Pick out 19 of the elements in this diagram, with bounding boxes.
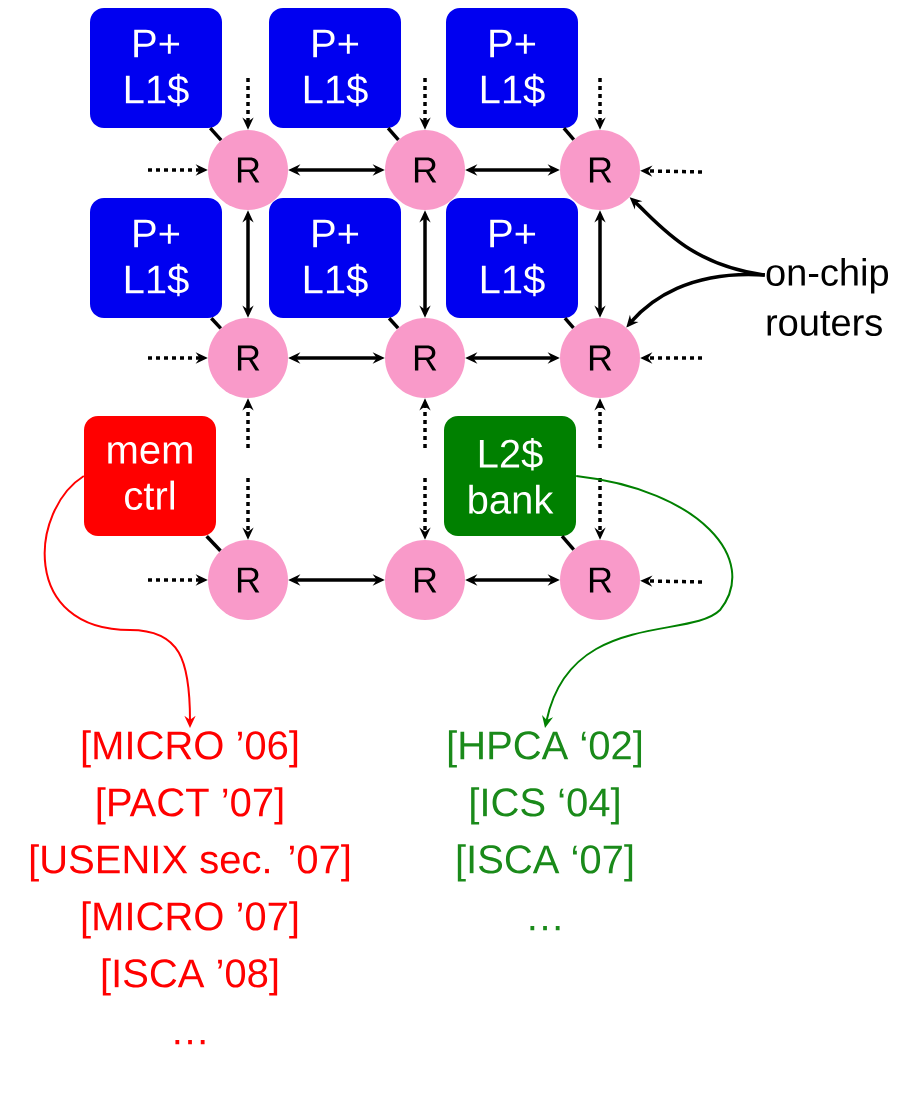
cache-bank-box: L2$ bank bbox=[444, 416, 576, 536]
core-box: P+ L1$ bbox=[269, 8, 401, 128]
core-box: P+ L1$ bbox=[90, 8, 222, 128]
controller-box: mem ctrl bbox=[84, 416, 216, 536]
link-line bbox=[205, 535, 222, 552]
reference-list: [HPCA ‘02] [ICS ‘04] [ISCA ‘07] … bbox=[448, 730, 642, 931]
reference-list: [MICRO ’06] [PACT ’07] [USENIX sec. ’07] [MICRO ’07] [ISCA ’08] … bbox=[30, 730, 350, 1045]
link-line bbox=[563, 317, 575, 329]
link-line bbox=[386, 127, 400, 141]
core-box: P+ L1$ bbox=[90, 198, 222, 318]
link-line bbox=[562, 127, 576, 141]
core-box: P+ L1$ bbox=[269, 198, 401, 318]
link-line bbox=[210, 317, 223, 330]
core-box: P+ L1$ bbox=[446, 198, 578, 318]
link-line bbox=[560, 535, 576, 551]
annotation-text: on-chip routers bbox=[766, 258, 889, 336]
core-box: P+ L1$ bbox=[446, 8, 578, 128]
link-line bbox=[209, 127, 223, 142]
link-line bbox=[387, 317, 400, 330]
